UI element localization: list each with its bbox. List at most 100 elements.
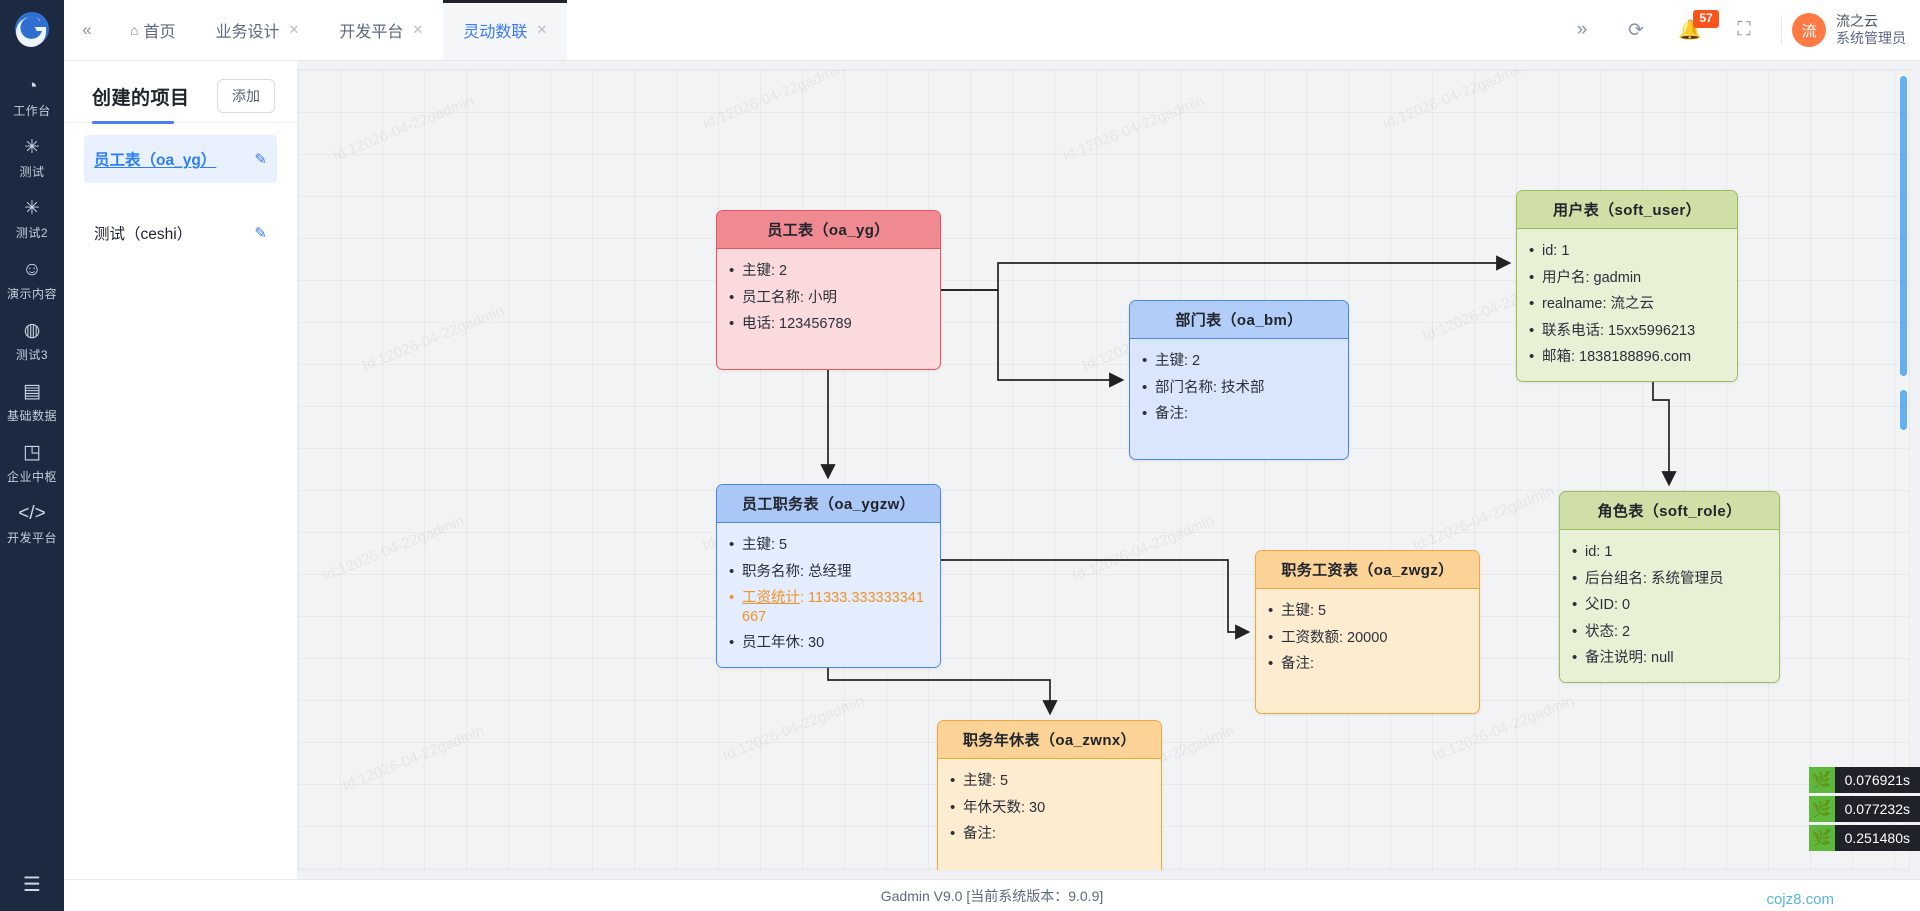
entity-field-value: : 11333.333333341667	[742, 590, 924, 625]
entity-field: 主键: 5	[1268, 598, 1467, 625]
sidebar-item-dev-platform[interactable]: </> 开发平台	[0, 493, 64, 554]
entity-field-key: 员工年休	[742, 635, 800, 652]
entity-node-title: 员工表（oa_yg）	[717, 211, 940, 249]
entity-node-title: 职务年休表（oa_zwnx）	[938, 721, 1161, 759]
refresh-icon[interactable]: ⟳	[1628, 19, 1644, 41]
leaf-icon: 🌿	[1808, 767, 1835, 793]
entity-node-fields: id: 1用户名: gadminrealname: 流之云联系电话: 15xx5…	[1517, 229, 1737, 381]
entity-node-title: 角色表（soft_role）	[1560, 492, 1779, 530]
tab-dev-platform[interactable]: 开发平台 ✕	[319, 0, 443, 60]
avatar[interactable]: 流	[1792, 13, 1826, 47]
diagram-canvas-wrap: Id:12026-04-22gadmin Id:12026-04-22gadmi…	[297, 61, 1920, 879]
er-diagram-canvas[interactable]: Id:12026-04-22gadmin Id:12026-04-22gadmi…	[297, 69, 1910, 871]
list-item[interactable]: 测试（ceshi） ✎	[84, 209, 277, 257]
sidebar-item-basic-data[interactable]: ▤ 基础数据	[0, 371, 64, 432]
entity-field: 备注:	[1268, 651, 1467, 678]
add-button[interactable]: 添加	[217, 79, 275, 113]
entity-field-value: :	[1184, 406, 1189, 423]
entity-node-soft_user[interactable]: 用户表（soft_user）id: 1用户名: gadminrealname: …	[1516, 190, 1738, 382]
entity-field-value: : 技术部	[1213, 379, 1265, 396]
entity-field: 后台组名: 系统管理员	[1572, 566, 1767, 593]
bell-icon[interactable]: 🔔 57	[1663, 0, 1719, 61]
entity-field: 员工名称: 小明	[729, 285, 928, 312]
entity-field: 备注说明: null	[1572, 645, 1767, 672]
entity-field-key: 备注	[1281, 656, 1310, 673]
entity-node-fields: 主键: 5年休天数: 30备注:	[938, 759, 1161, 858]
app-logo[interactable]	[0, 4, 64, 54]
sidebar-item-enterprise-hub[interactable]: ◳ 企业中枢	[0, 432, 64, 493]
entity-field-key: 职务名称	[742, 563, 800, 580]
close-icon[interactable]: ✕	[288, 22, 300, 37]
close-icon[interactable]: ✕	[536, 22, 548, 37]
leaf-icon: 🌿	[1808, 825, 1835, 851]
entity-node-oa_bm[interactable]: 部门表（oa_bm）主键: 2部门名称: 技术部备注:	[1129, 300, 1349, 460]
tab-list: ⌂ 首页 业务设计 ✕ 开发平台 ✕ 灵动数联 ✕	[110, 0, 568, 60]
top-tab-bar: « ⌂ 首页 业务设计 ✕ 开发平台 ✕ 灵动数联 ✕	[64, 0, 1920, 61]
double-chevron-left-icon[interactable]: «	[82, 20, 92, 39]
page-title: 创建的项目	[92, 87, 190, 109]
grid-icon: ◳	[23, 442, 41, 463]
entity-node-oa_ygzw[interactable]: 员工职务表（oa_ygzw）主键: 5职务名称: 总经理工资统计: 11333.…	[716, 484, 941, 668]
entity-field-key: 部门名称	[1155, 379, 1213, 396]
entity-field: 主键: 5	[950, 768, 1149, 795]
tab-lingdong-shulian[interactable]: 灵动数联 ✕	[443, 0, 568, 60]
sidebar-item-label: 开发平台	[6, 531, 57, 545]
sidebar-item-test2[interactable]: ✳ 测试2	[0, 188, 64, 249]
entity-field-value: : 流之云	[1602, 296, 1655, 313]
entity-field-value: : gadmin	[1585, 269, 1642, 286]
user-menu[interactable]: 流之云 系统管理员	[1836, 13, 1906, 48]
entity-node-soft_role[interactable]: 角色表（soft_role）id: 1后台组名: 系统管理员父ID: 0状态: …	[1559, 491, 1780, 683]
entity-field-value: : 1	[1596, 544, 1613, 560]
sidebar-item-test1[interactable]: ✳ 测试	[0, 127, 64, 188]
entity-node-fields: 主键: 2员工名称: 小明电话: 123456789	[717, 249, 940, 348]
entity-field-value: : 30	[1021, 799, 1046, 816]
entity-field: 部门名称: 技术部	[1142, 375, 1336, 402]
clipboard-icon: ▤	[23, 381, 41, 402]
entity-field-key: 备注	[963, 826, 992, 843]
left-icon-rail: ◔ 工作台 ✳ 测试 ✳ 测试2 ☺ 演示内容 ◍ 测试3 ▤ 基础数据	[0, 0, 64, 911]
entity-field-key: 工资统计	[742, 590, 800, 607]
body-area: 创建的项目 添加 员工表（oa_yg） ✎ 测试（ceshi） ✎	[64, 61, 1920, 879]
tab-label: 灵动数联	[463, 24, 528, 41]
hamburger-icon[interactable]: ☰	[23, 874, 41, 896]
entity-field: 主键: 2	[1142, 348, 1336, 375]
tab-home[interactable]: ⌂ 首页	[110, 0, 195, 60]
footer: Gadmin V9.0 [当前系统版本：9.0.9] cojz8.com	[64, 879, 1920, 911]
sidebar-item-test3[interactable]: ◍ 测试3	[0, 310, 64, 371]
tab-business-design[interactable]: 业务设计 ✕	[195, 0, 319, 60]
project-name: 测试（ceshi）	[94, 226, 193, 243]
list-item[interactable]: 员工表（oa_yg） ✎	[84, 135, 277, 183]
entity-field-value: : 5	[771, 537, 788, 553]
sidebar-item-label: 测试3	[15, 348, 49, 362]
entity-field: 主键: 2	[729, 258, 928, 285]
double-chevron-right-icon[interactable]: »	[1576, 19, 1588, 40]
watermark: Id:12026-04-22gadmin	[1060, 92, 1207, 165]
sidebar-item-workbench[interactable]: ◔ 工作台	[0, 66, 64, 127]
entity-node-fields: 主键: 5职务名称: 总经理工资统计: 11333.333333341667员工…	[717, 523, 940, 667]
fullscreen-icon[interactable]: ⛶	[1737, 19, 1751, 40]
entity-node-oa_yg[interactable]: 员工表（oa_yg）主键: 2员工名称: 小明电话: 123456789	[716, 210, 941, 370]
entity-node-oa_zwgz[interactable]: 职务工资表（oa_zwgz）主键: 5工资数额: 20000备注:	[1255, 550, 1480, 714]
close-icon[interactable]: ✕	[412, 22, 424, 37]
user-role: 系统管理员	[1836, 30, 1906, 46]
perf-value: 0.077232s	[1834, 796, 1920, 822]
sidebar-item-demo-content[interactable]: ☺ 演示内容	[0, 249, 64, 310]
canvas-scrollbar-vertical-secondary[interactable]	[1900, 390, 1907, 430]
entity-field: id: 1	[1529, 238, 1725, 265]
entity-field-value: :	[1310, 656, 1315, 673]
watermark: Id:12026-04-22gadmin	[700, 69, 847, 133]
site-watermark: cojz8.com	[1766, 891, 1834, 908]
pencil-icon[interactable]: ✎	[254, 225, 267, 242]
topbar-actions: » ⟳ 🔔 57 ⛶ 流 流之云 系统管理员	[1555, 0, 1920, 60]
canvas-scrollbar-vertical[interactable]	[1900, 76, 1907, 376]
entity-field-key: 年休天数	[963, 799, 1021, 816]
perf-row: 🌿 0.077232s	[1808, 796, 1920, 822]
entity-field-key: realname	[1542, 296, 1603, 313]
footer-text: Gadmin V9.0 [当前系统版本：9.0.9]	[880, 887, 1104, 904]
entity-field-value: : 2	[771, 263, 788, 279]
pencil-icon[interactable]: ✎	[254, 151, 267, 168]
entity-node-title: 职务工资表（oa_zwgz）	[1256, 551, 1479, 589]
entity-node-oa_zwnx[interactable]: 职务年休表（oa_zwnx）主键: 5年休天数: 30备注:	[937, 720, 1162, 870]
tab-label: 开发平台	[339, 24, 404, 41]
